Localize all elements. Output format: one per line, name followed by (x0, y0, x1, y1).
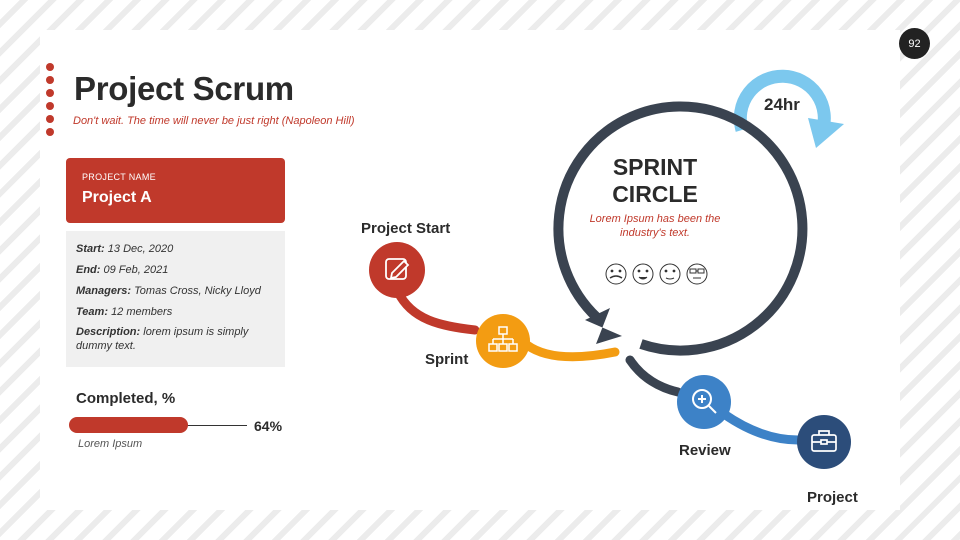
magnifier-icon (692, 389, 717, 414)
project-name-card: PROJECT NAME Project A (66, 158, 285, 223)
step-label-review: Review (679, 442, 731, 459)
connector-start-sprint (393, 287, 480, 335)
project-name-value: Project A (82, 189, 152, 206)
progress-percent: 64% (254, 418, 283, 434)
face-smile-icon (632, 263, 654, 285)
step-node-sprint (476, 314, 530, 368)
sprint-circle-description: Lorem Ipsum has been the industry's text… (589, 213, 721, 239)
page-subtitle: Don't wait. The time will never be just … (73, 115, 355, 127)
progress-note: Lorem Ipsum (78, 438, 143, 450)
team-faces-icon (605, 263, 708, 285)
cycle-arrow-arc (733, 69, 831, 135)
face-mustache-icon (605, 263, 627, 285)
title-dots-decoration (46, 63, 56, 141)
edit-icon (385, 258, 410, 280)
detail-end: End: 09 Feb, 2021 (76, 264, 169, 276)
sprint-circle-ring (553, 101, 808, 356)
cycle-arrow-head (808, 118, 844, 148)
step-node-review (677, 375, 731, 429)
project-name-label: PROJECT NAME (82, 172, 156, 182)
step-label-project-start: Project Start (361, 220, 451, 237)
cycle-duration-label: 24hr (764, 95, 800, 114)
sprint-circle-title: SPRINT CIRCLE (612, 154, 698, 207)
sprint-circle-arrow (585, 308, 622, 344)
step-label-project: Project (807, 489, 858, 506)
detail-team: Team: 12 members (76, 306, 173, 318)
connector-review-project (719, 409, 803, 445)
detail-start: Start: 13 Dec, 2020 (76, 243, 174, 255)
face-glasses-icon (686, 263, 708, 285)
briefcase-icon (811, 430, 837, 452)
progress-fill (69, 417, 188, 433)
connector-circle-review (625, 355, 683, 397)
detail-managers: Managers: Tomas Cross, Nicky Lloyd (76, 285, 261, 297)
hierarchy-icon (488, 326, 518, 352)
progress-label: Completed, % (76, 390, 176, 407)
step-node-project (797, 415, 851, 469)
page-title: Project Scrum (74, 70, 294, 107)
page-number: 92 (899, 28, 930, 59)
detail-description: Description: lorem ipsum is simply dummy… (76, 326, 249, 352)
connector-sprint-circle (522, 340, 620, 362)
step-node-project-start (369, 242, 425, 298)
project-details-panel: Start: 13 Dec, 2020 End: 09 Feb, 2021 Ma… (66, 231, 285, 367)
face-neutral-icon (659, 263, 681, 285)
step-label-sprint: Sprint (425, 351, 469, 368)
